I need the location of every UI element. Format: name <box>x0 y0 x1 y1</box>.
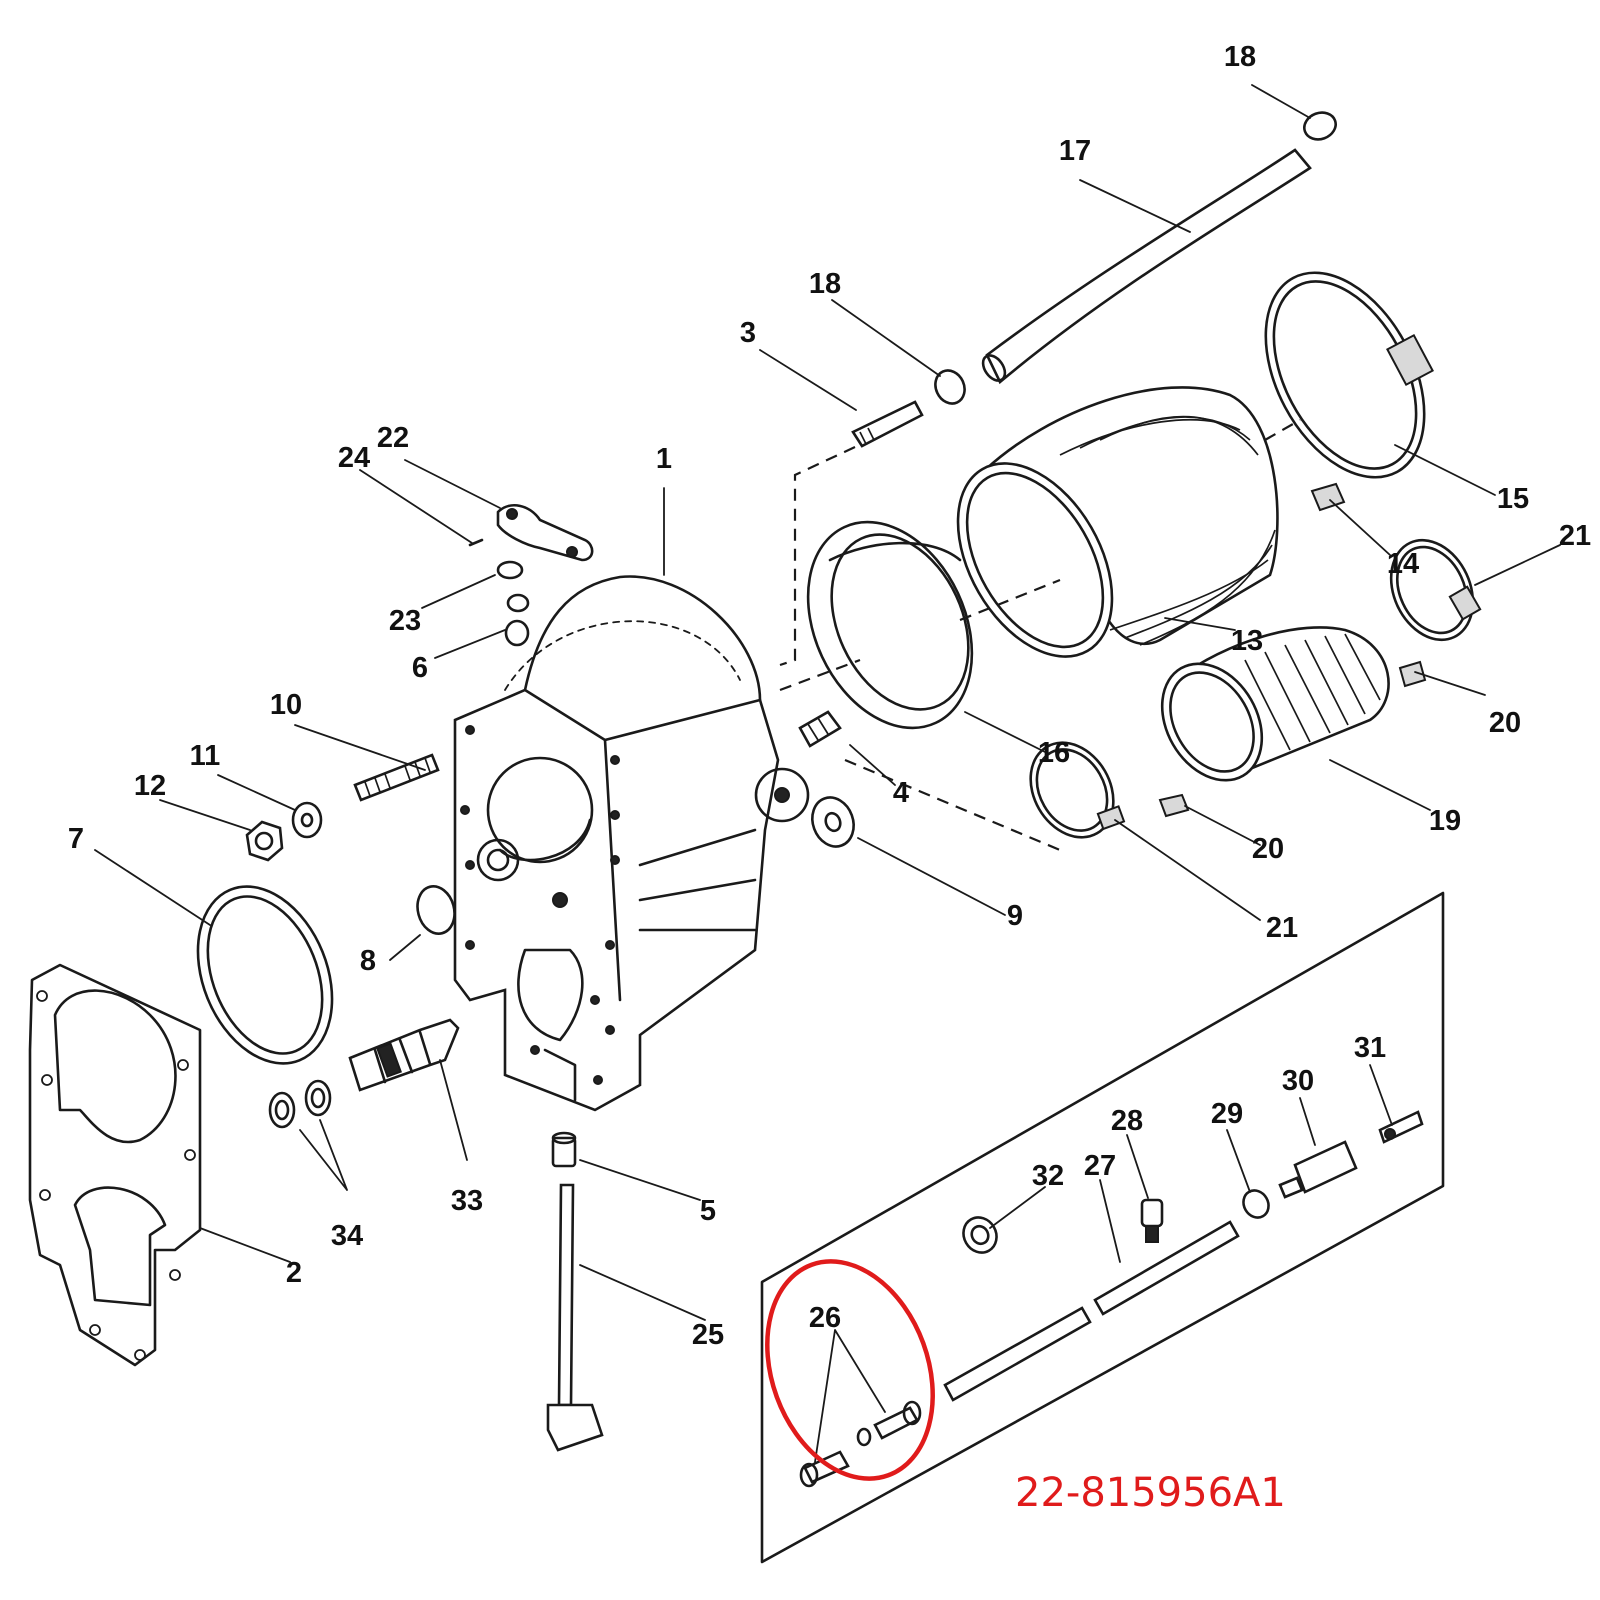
callout-10: 10 <box>270 689 302 721</box>
hose-clamp-small <box>934 111 1337 405</box>
callout-22: 22 <box>377 422 409 454</box>
callout-5: 5 <box>700 1195 716 1227</box>
highlight-circle <box>765 1259 935 1481</box>
u-joint-clamp-upper <box>1389 538 1482 642</box>
pivot-rod <box>546 1183 604 1452</box>
callout-20-lower: 20 <box>1252 833 1284 865</box>
fitting-26b <box>873 1400 922 1440</box>
callout-33: 33 <box>451 1185 483 1217</box>
large-o-ring <box>196 885 334 1065</box>
assembly-line-16 <box>779 578 1061 692</box>
gimbal-housing <box>453 575 810 1112</box>
clamp-retainer-20a <box>1398 660 1427 688</box>
callout-27: 27 <box>1084 1150 1116 1182</box>
callout-32: 32 <box>1032 1160 1064 1192</box>
nut <box>245 820 284 862</box>
clamp-retainer-20b <box>1158 793 1190 818</box>
hose-27 <box>943 1220 1240 1402</box>
callout-3: 3 <box>740 317 756 349</box>
callout-4: 4 <box>893 777 909 809</box>
callout-20-right: 20 <box>1489 707 1521 739</box>
leader-lines <box>94 84 1561 1463</box>
seal-rings <box>268 1079 332 1129</box>
callout-9: 9 <box>1007 900 1023 932</box>
washer-11 <box>291 801 323 839</box>
callout-26: 26 <box>809 1302 841 1334</box>
callout-13: 13 <box>1231 625 1263 657</box>
fitting-30 <box>1278 1140 1358 1199</box>
shift-valve <box>348 1018 460 1092</box>
water-hose <box>981 148 1312 385</box>
washer-9 <box>811 796 855 848</box>
assembly-line-15 <box>1264 419 1301 441</box>
callout-28: 28 <box>1111 1105 1143 1137</box>
small-o-ring <box>416 885 456 935</box>
callout-12: 12 <box>134 770 166 802</box>
exhaust-tube-ring <box>806 520 974 730</box>
roll-pin <box>468 538 484 547</box>
callout-30: 30 <box>1282 1065 1314 1097</box>
u-joint-clamp-lower <box>1029 741 1126 839</box>
washer-6 <box>504 593 530 647</box>
u-joint-bellows <box>1160 626 1390 782</box>
fitting-28 <box>1140 1198 1164 1243</box>
washer-23 <box>496 560 524 580</box>
clamp-29 <box>1242 1189 1270 1219</box>
callout-7: 7 <box>68 823 84 855</box>
callout-16: 16 <box>1038 737 1070 769</box>
bellows-clamp <box>1264 271 1434 479</box>
exhaust-bellows <box>956 386 1279 658</box>
part-number-code: 22-815956A1 <box>1015 1470 1286 1516</box>
callout-21-lower: 21 <box>1266 912 1298 944</box>
callout-14: 14 <box>1387 548 1419 580</box>
callout-21-upper: 21 <box>1559 520 1591 552</box>
callout-15: 15 <box>1497 483 1529 515</box>
callout-31: 31 <box>1354 1032 1386 1064</box>
steering-lever <box>496 504 594 562</box>
callout-6: 6 <box>412 652 428 684</box>
fitting-26a <box>799 1450 850 1488</box>
callout-18-top: 18 <box>1224 41 1256 73</box>
callout-11: 11 <box>190 740 221 772</box>
plug <box>798 710 842 748</box>
bushing <box>551 1131 577 1168</box>
callout-numbers: 1 2 3 4 5 6 7 8 9 10 11 12 13 14 15 16 1… <box>68 41 1591 1351</box>
gasket <box>28 963 202 1367</box>
clamp-retainer-14 <box>1310 482 1346 512</box>
assembly-line-21 <box>844 758 1061 852</box>
callout-34: 34 <box>331 1220 363 1252</box>
callout-29: 29 <box>1211 1098 1243 1130</box>
callout-8: 8 <box>360 945 376 977</box>
o-ring-26 <box>856 1427 872 1447</box>
inset-panel <box>760 891 1445 1564</box>
clamp-32 <box>962 1216 998 1254</box>
callout-2: 2 <box>286 1257 302 1289</box>
callout-19: 19 <box>1429 805 1461 837</box>
callout-25: 25 <box>692 1319 724 1351</box>
callout-1: 1 <box>656 443 672 475</box>
fitting-31 <box>1378 1110 1424 1144</box>
stud <box>353 753 440 802</box>
callout-17: 17 <box>1059 135 1091 167</box>
callout-24: 24 <box>338 442 370 474</box>
callout-18-mid: 18 <box>809 268 841 300</box>
callout-23: 23 <box>389 605 421 637</box>
water-hose-fitting <box>851 400 924 448</box>
